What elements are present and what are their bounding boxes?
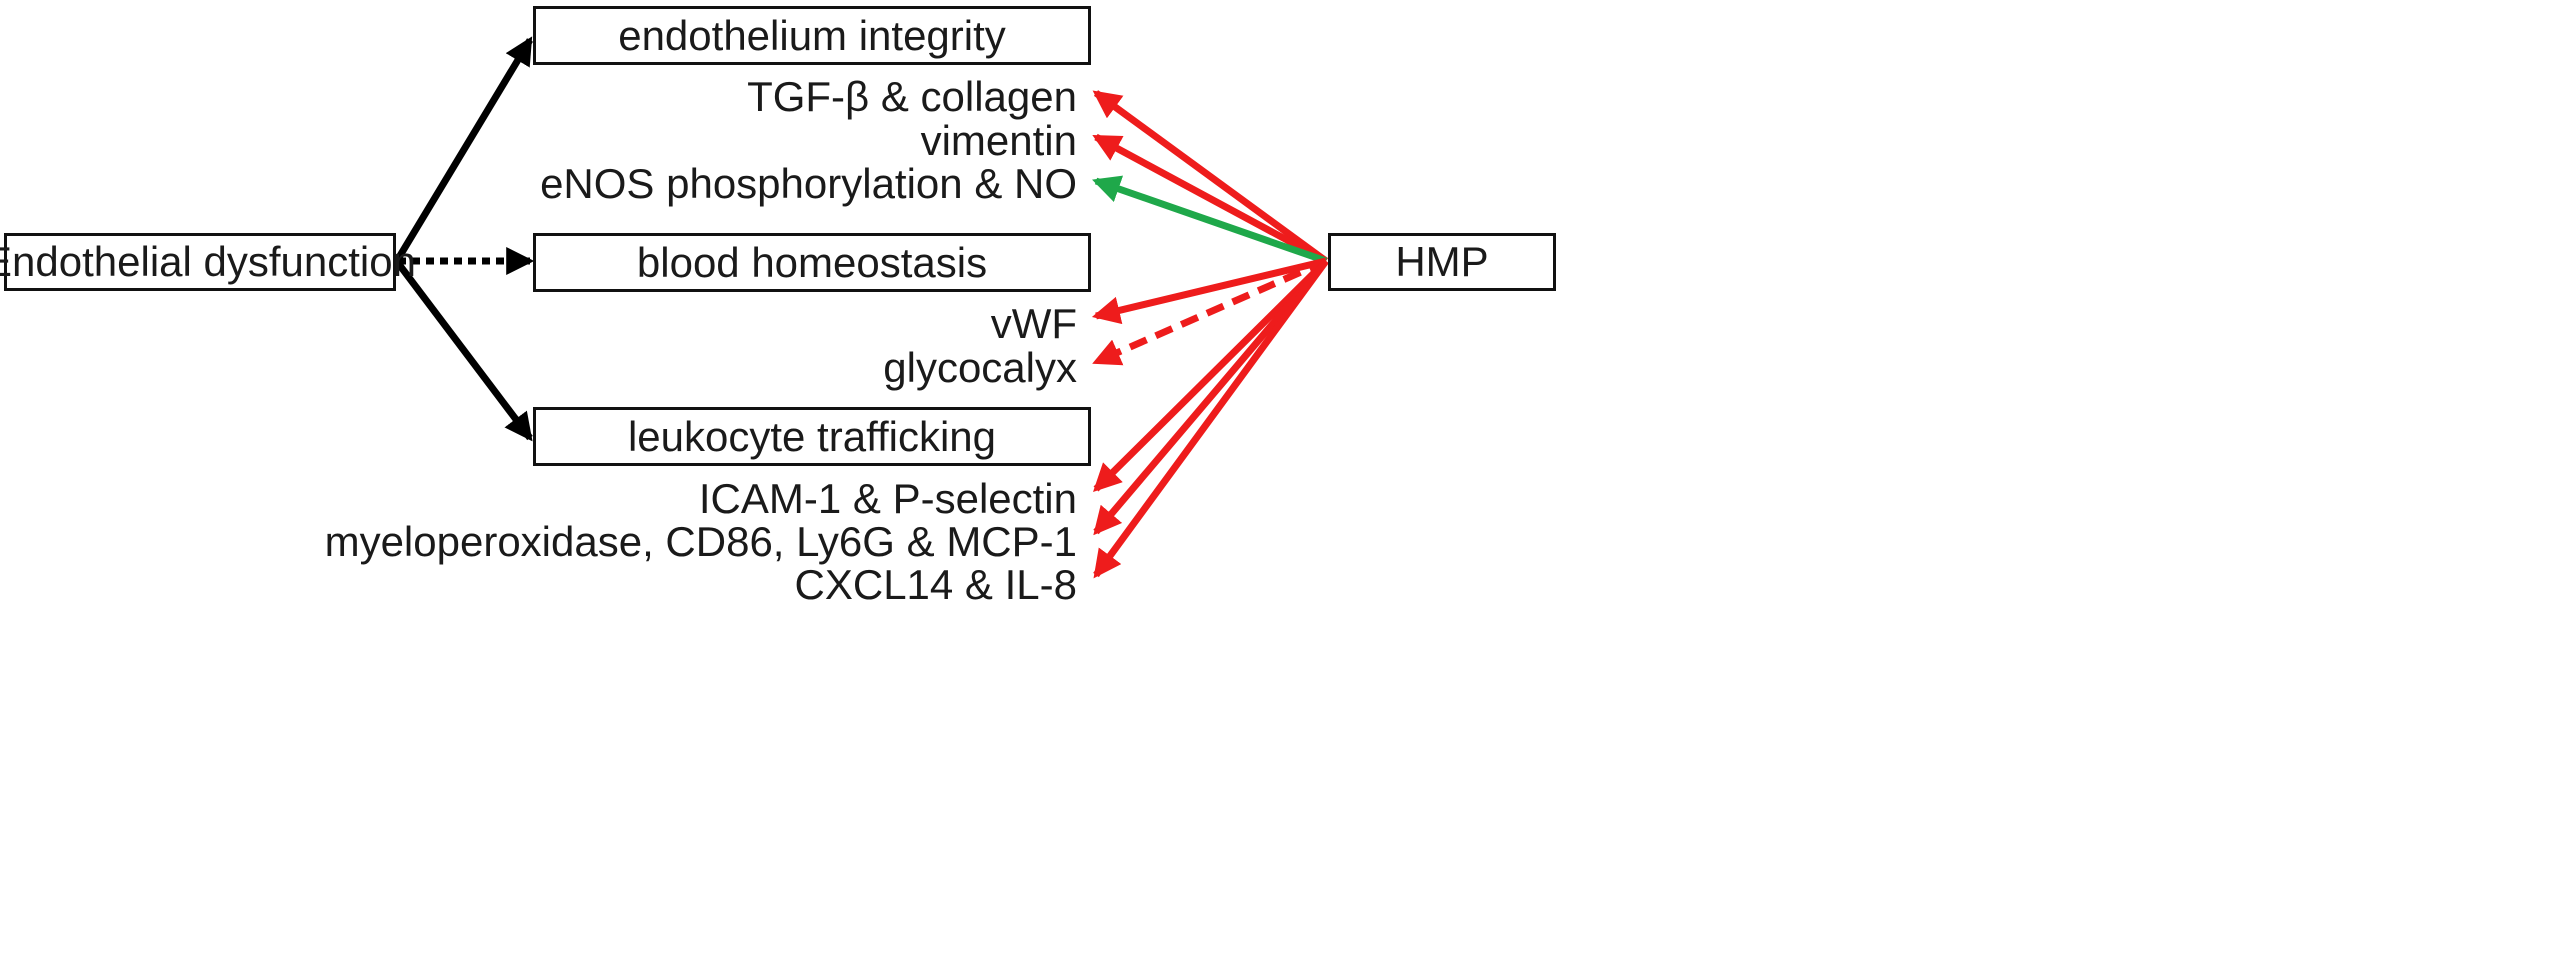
red-arrow-vimentin xyxy=(1092,133,1328,265)
marker-myeloperoxidase: myeloperoxidase, CD86, Ly6G & MCP-1 xyxy=(324,518,1077,565)
arrow-to-leukocyte-trafficking xyxy=(395,260,533,442)
red-arrow-vwf xyxy=(1091,257,1327,325)
marker-enos-no: eNOS phosphorylation & NO xyxy=(540,160,1077,207)
endothelium-integrity-box: endothelium integrity xyxy=(533,6,1091,65)
red-arrow-tgf xyxy=(1092,90,1329,264)
hmp-box: HMP xyxy=(1328,233,1556,291)
marker-icam-pselectin: ICAM-1 & P-selectin xyxy=(698,475,1077,522)
marker-vwf: vWF xyxy=(990,300,1077,347)
red-dashed-arrow-glycocalyx xyxy=(1092,257,1328,366)
green-arrow-enos xyxy=(1092,175,1328,265)
marker-cxcl14-il8: CXCL14 & IL-8 xyxy=(794,561,1077,608)
leukocyte-trafficking-label: leukocyte trafficking xyxy=(627,412,997,460)
red-arrow-icam xyxy=(1093,258,1329,492)
endothelial-dysfunction-label: Endothelial dysfunction xyxy=(0,238,416,285)
leukocyte-trafficking-box: leukocyte trafficking xyxy=(533,407,1091,466)
red-arrow-cxcl xyxy=(1093,258,1329,579)
red-arrow-mpo xyxy=(1093,258,1329,536)
marker-glycocalyx: glycocalyx xyxy=(883,344,1077,391)
blood-homeostasis-box: blood homeostasis xyxy=(533,233,1091,292)
hmp-label: HMP xyxy=(1395,238,1489,285)
blood-homeostasis-label: blood homeostasis xyxy=(636,238,988,286)
endothelium-integrity-label: endothelium integrity xyxy=(618,11,1006,59)
arrow-to-endothelium-integrity xyxy=(395,36,533,261)
marker-tgf-collagen: TGF-β & collagen xyxy=(747,73,1077,120)
endothelial-dysfunction-box: Endothelial dysfunction xyxy=(0,233,416,291)
marker-vimentin: vimentin xyxy=(920,117,1077,164)
